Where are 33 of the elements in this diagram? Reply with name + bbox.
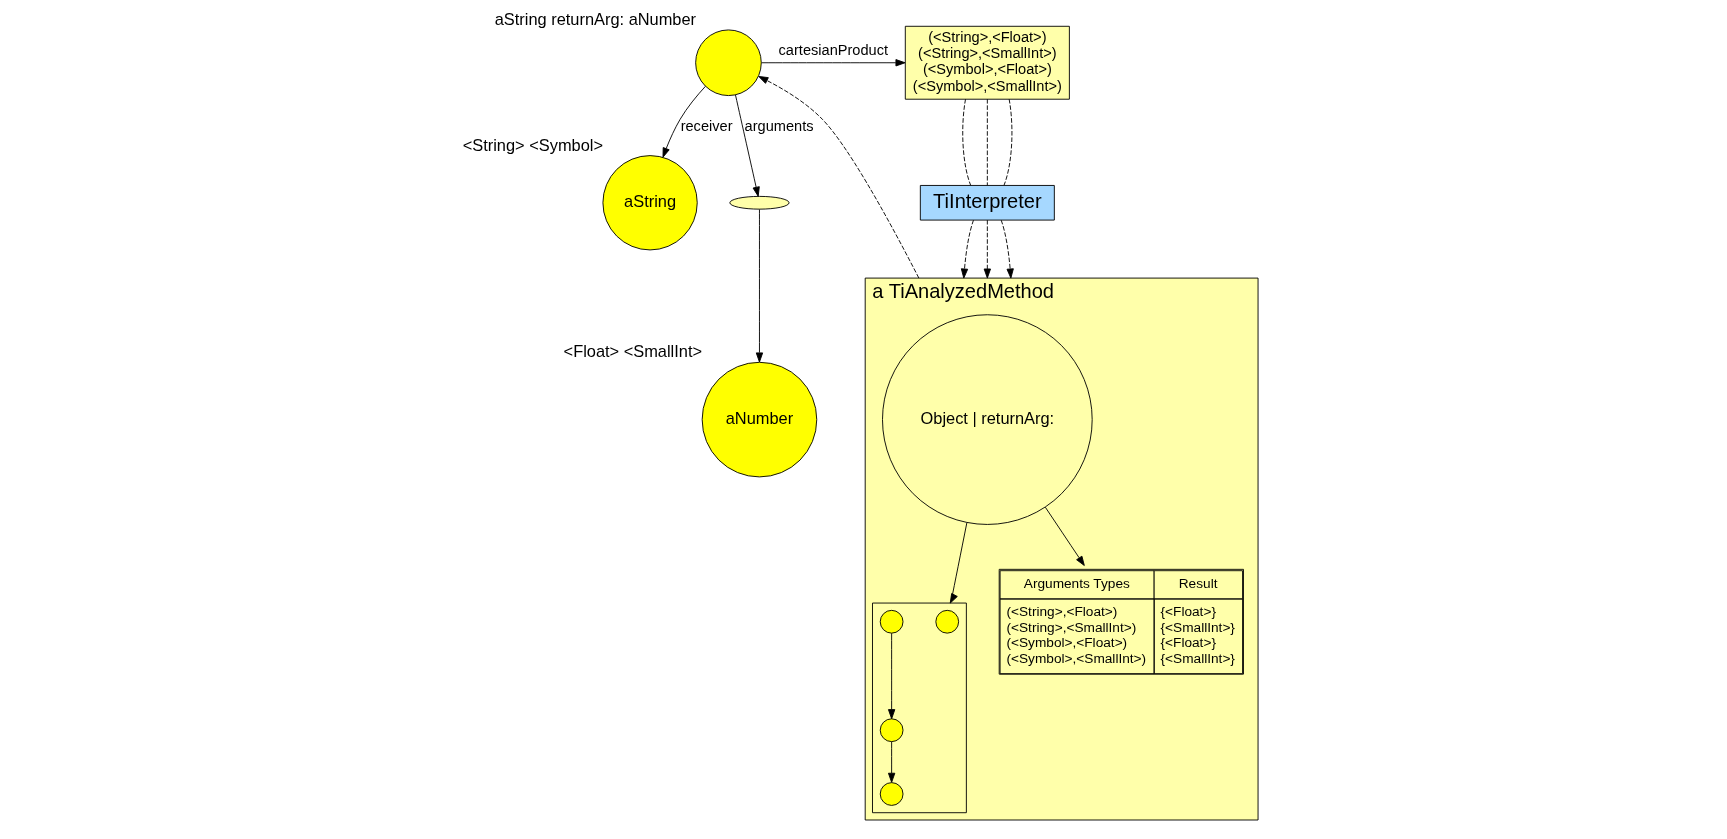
- arrow: [662, 85, 706, 158]
- node-box: TiInterpreter: [919, 185, 1055, 221]
- connector: [961, 98, 971, 186]
- connector: [986, 98, 988, 186]
- node-circle: [879, 782, 903, 806]
- arrow: [887, 632, 895, 720]
- node-circle: [934, 609, 959, 634]
- connector: [1003, 98, 1012, 186]
- node-label: <Float> <SmallInt>: [563, 342, 702, 361]
- arrow: [1044, 506, 1085, 566]
- node-box: (<String>,<Float>) (<String>,<SmallInt>) (<Symbol>,<Float>) (<Symbol>,<SmallInt>): [904, 25, 1070, 100]
- node-circle: aNumber: [701, 361, 817, 478]
- edge-label: receiver: [680, 117, 733, 134]
- arrow: [734, 94, 760, 197]
- node-label: aString returnArg: aNumber: [494, 9, 696, 28]
- node-label: <String> <Symbol>: [462, 135, 603, 154]
- node-circle: [879, 718, 903, 743]
- node-circle: Object | returnArg:: [881, 314, 1093, 525]
- arrow: [887, 741, 895, 783]
- node-circle: [694, 29, 762, 97]
- edge-label: arguments: [744, 117, 813, 134]
- arrow: [755, 208, 763, 363]
- edge-label: cartesianProduct: [778, 42, 888, 59]
- cluster: [871, 602, 967, 814]
- arrow: [1000, 219, 1014, 279]
- arrow: [757, 76, 919, 279]
- node-circle: aString: [601, 155, 698, 251]
- arrow: [949, 522, 967, 604]
- arrow: [960, 219, 974, 279]
- arrow: [983, 219, 991, 279]
- node-circle: [879, 609, 903, 634]
- node-ellipse: [728, 195, 790, 210]
- arrow: [760, 59, 905, 67]
